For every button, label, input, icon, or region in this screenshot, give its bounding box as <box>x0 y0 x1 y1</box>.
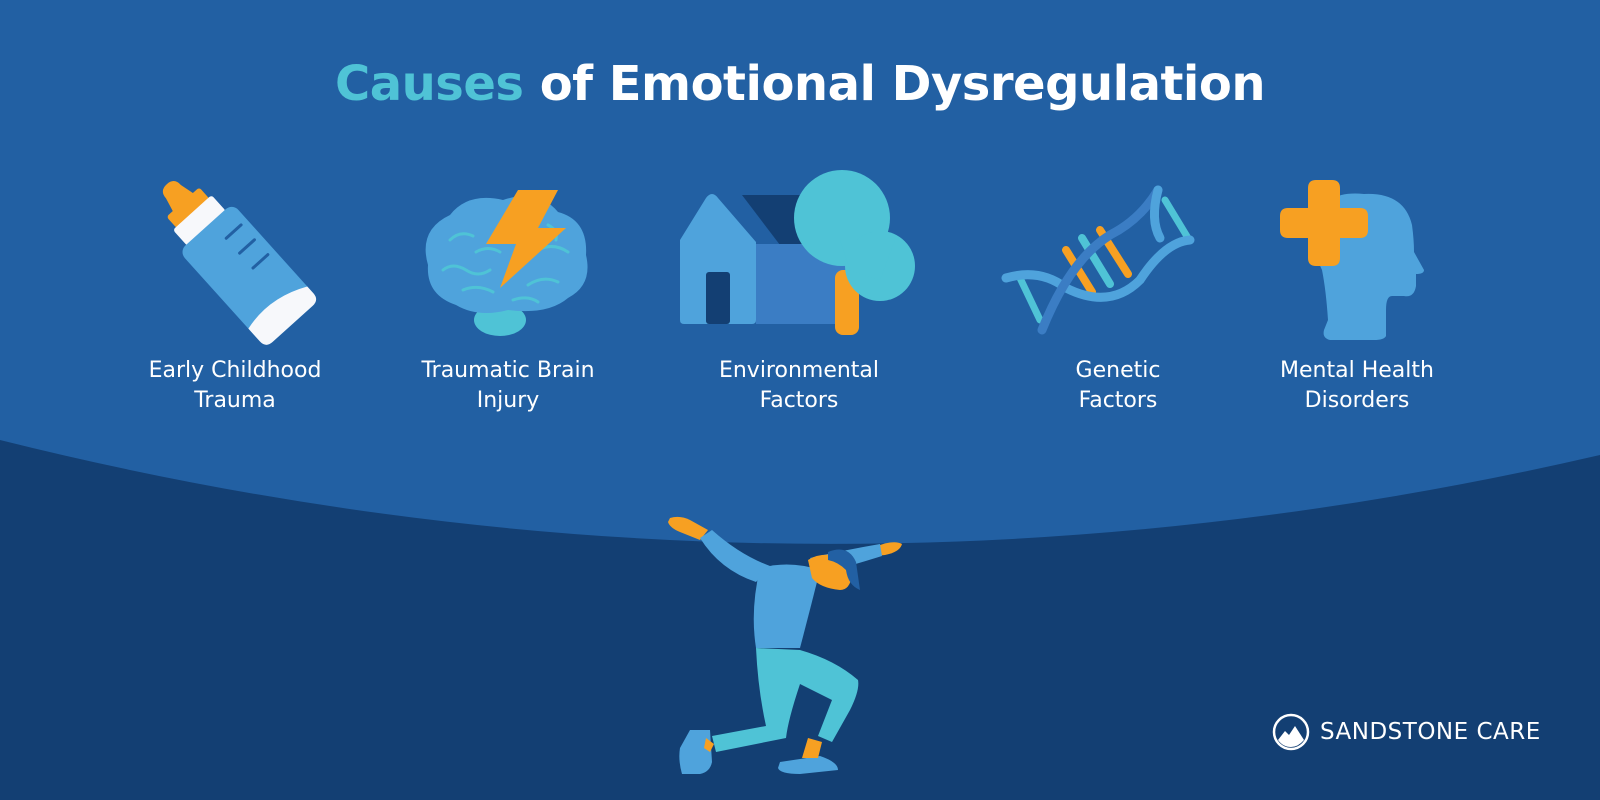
brain-lightning-icon <box>425 190 588 336</box>
brand-logo: SANDSTONE CARE <box>1272 712 1541 752</box>
cause-label: Early Childhood Trauma <box>148 358 322 413</box>
brand-name: SANDSTONE CARE <box>1320 719 1541 745</box>
baby-bottle-icon <box>162 181 317 345</box>
title-accent: Causes <box>335 56 524 112</box>
title-rest: of Emotional Dysregulation <box>523 56 1266 112</box>
person-lifting-illustration <box>668 516 902 774</box>
mountain-logo-icon <box>1272 713 1310 751</box>
cause-label: Traumatic Brain Injury <box>421 358 595 413</box>
dna-icon <box>1001 185 1195 335</box>
house-tree-icon <box>680 170 915 335</box>
head-cross-icon <box>1280 180 1424 340</box>
cause-label: Mental Health Disorders <box>1280 358 1434 413</box>
cause-label: Environmental Factors <box>718 358 880 413</box>
page-title: Causes of Emotional Dysregulation <box>0 56 1600 112</box>
cause-label: Genetic Factors <box>1075 358 1161 413</box>
